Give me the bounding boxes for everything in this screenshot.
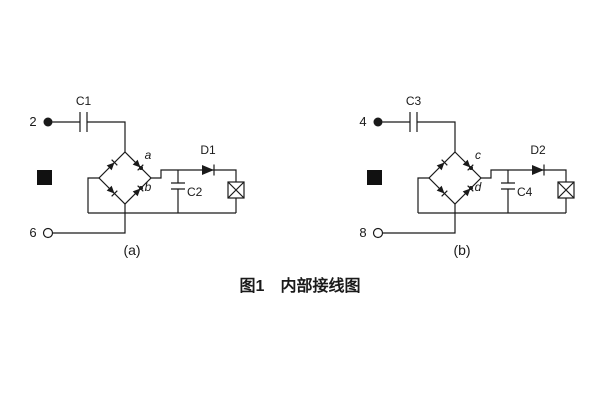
solid-square-marker-icon bbox=[37, 170, 52, 185]
bottom-terminal-label: 6 bbox=[29, 225, 36, 240]
top-terminal-label: 2 bbox=[29, 114, 36, 129]
series-diode: D1 bbox=[200, 143, 216, 176]
circuit-panel-b: 4 C3 c d bbox=[359, 94, 575, 258]
wire bbox=[52, 204, 126, 234]
node-dot-icon bbox=[139, 166, 143, 170]
load-indicator-icon bbox=[227, 181, 245, 199]
open-terminal-icon bbox=[372, 227, 384, 239]
bridge-bottom-node-label: d bbox=[475, 180, 482, 194]
bridge-diode-icon bbox=[106, 159, 118, 171]
filter-capacitor-label: C2 bbox=[187, 185, 203, 199]
bridge-diode-icon bbox=[106, 185, 118, 197]
series-diode-label: D2 bbox=[530, 143, 546, 157]
load-indicator-icon bbox=[557, 181, 575, 199]
bridge-diode-icon bbox=[436, 185, 448, 197]
series-diode-label: D1 bbox=[200, 143, 216, 157]
bottom-terminal-label: 8 bbox=[359, 225, 366, 240]
input-capacitor: C3 bbox=[406, 94, 422, 132]
wire bbox=[417, 177, 429, 213]
wire bbox=[417, 121, 456, 152]
input-capacitor-label: C1 bbox=[76, 94, 92, 108]
bridge-bottom-node-label: b bbox=[145, 180, 152, 194]
filter-capacitor-label: C4 bbox=[517, 185, 533, 199]
bridge-rectifier: a b bbox=[98, 148, 152, 205]
wire bbox=[382, 204, 456, 234]
circuit-panel-a: 2 C1 a b bbox=[29, 94, 245, 258]
wire bbox=[151, 169, 237, 182]
bridge-diode-icon bbox=[436, 159, 448, 171]
filter-capacitor: C2 bbox=[171, 170, 203, 213]
panel-label: (b) bbox=[453, 242, 470, 258]
wire bbox=[87, 177, 99, 213]
terminal-dot-icon bbox=[43, 117, 53, 127]
wire bbox=[87, 121, 126, 152]
bridge-top-node-label: c bbox=[475, 148, 481, 162]
panel-label: (a) bbox=[123, 242, 140, 258]
bridge-top-node-label: a bbox=[145, 148, 152, 162]
node-dot-icon bbox=[469, 186, 473, 190]
input-capacitor-label: C3 bbox=[406, 94, 422, 108]
series-diode: D2 bbox=[530, 143, 546, 176]
node-dot-icon bbox=[469, 166, 473, 170]
bridge-rectifier: c d bbox=[428, 148, 482, 205]
input-capacitor: C1 bbox=[76, 94, 92, 132]
filter-capacitor: C4 bbox=[501, 170, 533, 213]
node-dot-icon bbox=[139, 186, 143, 190]
top-terminal-label: 4 bbox=[359, 114, 366, 129]
wire bbox=[481, 169, 567, 182]
open-terminal-icon bbox=[42, 227, 54, 239]
figure-caption: 图1 内部接线图 bbox=[240, 276, 361, 295]
terminal-dot-icon bbox=[373, 117, 383, 127]
solid-square-marker-icon bbox=[367, 170, 382, 185]
